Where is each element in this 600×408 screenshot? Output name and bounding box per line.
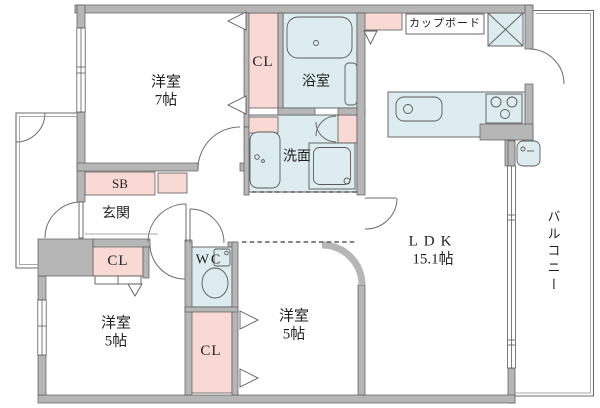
door-marks xyxy=(94,11,378,388)
wall-segment xyxy=(524,83,534,142)
closet-door-mark xyxy=(226,11,247,31)
stove-burner-icon xyxy=(506,96,518,108)
closet-door-mark xyxy=(127,283,143,297)
bedroom-left-door-swing xyxy=(149,243,186,280)
washing-machine-space xyxy=(308,142,356,190)
wall-segment xyxy=(357,284,366,396)
bath-folding-door xyxy=(315,121,337,143)
washing-machine-pan xyxy=(313,147,351,185)
balcony-label: バルコニー xyxy=(545,209,561,295)
slop-sink-faucet-icon xyxy=(520,146,526,152)
washing-machine-drain-icon xyxy=(343,177,351,185)
wall-segment xyxy=(92,238,151,248)
cupboard-label: カップボード xyxy=(409,17,481,30)
cupboard-box xyxy=(405,13,485,35)
curved-wall xyxy=(321,241,366,286)
toilet-flush-icon xyxy=(224,250,229,256)
wall-segment xyxy=(74,4,534,14)
windows xyxy=(37,27,516,369)
refrigerator-x-icon xyxy=(487,12,524,47)
wall-segment xyxy=(76,4,86,29)
doors xyxy=(15,48,565,280)
wall-segment xyxy=(184,306,239,313)
hall-door-swing xyxy=(147,203,187,243)
wall-segment xyxy=(142,246,150,279)
bedroom-main-door-swing xyxy=(197,126,241,170)
vanity-faucet-icon xyxy=(254,154,260,160)
wall-segment xyxy=(277,12,284,116)
stove-burner-icon xyxy=(500,109,510,119)
closet-door-mark xyxy=(239,368,260,388)
bedroom-main-label: 洋室 7帖 xyxy=(150,74,182,109)
bath-folding-door xyxy=(315,115,337,137)
ldk-label: LDK 15.1帖 xyxy=(408,233,458,268)
kitchen-storage-box xyxy=(362,11,403,31)
wall-segment xyxy=(479,123,534,141)
balcony-slop-sink xyxy=(516,140,541,167)
wall-segment xyxy=(76,111,86,203)
toilet-bowl xyxy=(201,267,229,299)
closet-door-mark xyxy=(239,310,260,330)
porch-door-swing xyxy=(15,112,46,143)
wall-segment xyxy=(231,241,239,396)
bedroom-center-label: 洋室 5帖 xyxy=(278,308,310,343)
wall-segment xyxy=(356,12,366,196)
porch-outline-inner xyxy=(19,116,77,265)
toilet-label: WC xyxy=(195,252,223,268)
entry-door-swing xyxy=(44,201,82,239)
toilet-tank xyxy=(213,248,231,267)
wall-segment xyxy=(37,394,516,404)
closet-door-mark xyxy=(226,95,247,115)
washroom-label: 洗面 xyxy=(283,149,311,165)
balcony-railing xyxy=(515,9,595,397)
kitchen-balcony-door-swing xyxy=(528,48,565,85)
entry-door-panel xyxy=(78,201,84,239)
vanity xyxy=(249,131,281,189)
wall-segment xyxy=(37,275,47,301)
pipe-shaft-box xyxy=(37,238,94,277)
toilet-door-swing xyxy=(189,208,225,244)
closet-center-label: CL xyxy=(200,342,222,359)
entrance-storage-box xyxy=(157,172,188,194)
bedroom-left-label: 洋室 5帖 xyxy=(100,315,132,350)
balcony-railing-inner xyxy=(515,13,591,394)
wall-segment xyxy=(524,4,534,50)
stove-burner-icon xyxy=(490,96,502,108)
porch-outline xyxy=(15,112,77,269)
wall-segment xyxy=(76,162,199,172)
closet-hall-label: CL xyxy=(107,252,129,269)
bathtub xyxy=(286,16,353,59)
shoe-box-label: SB xyxy=(112,176,128,192)
washroom-storage-box xyxy=(247,116,279,134)
entrance-label: 玄関 xyxy=(102,206,130,222)
bath-door-panel xyxy=(344,62,358,106)
wall-segment xyxy=(37,354,47,396)
outdoor-outlines xyxy=(15,9,595,397)
closet-main-label: CL xyxy=(252,53,274,70)
walls xyxy=(37,4,534,404)
kitchen-storage-door-mark xyxy=(363,30,378,46)
kitchen-sink xyxy=(395,96,443,122)
kitchen-sink-drain-icon xyxy=(403,104,413,114)
washroom-side-storage-box xyxy=(337,114,358,144)
fixtures xyxy=(201,13,541,299)
bath-label: 浴室 xyxy=(302,74,330,90)
vanity-faucet-icon xyxy=(261,159,265,163)
wall-segment xyxy=(184,239,193,396)
wall-segment xyxy=(507,140,516,167)
wall-segment xyxy=(277,107,316,116)
wall-segment xyxy=(243,126,250,196)
bathtub-drain-icon xyxy=(313,40,319,46)
ldk-door-swing xyxy=(364,197,398,230)
